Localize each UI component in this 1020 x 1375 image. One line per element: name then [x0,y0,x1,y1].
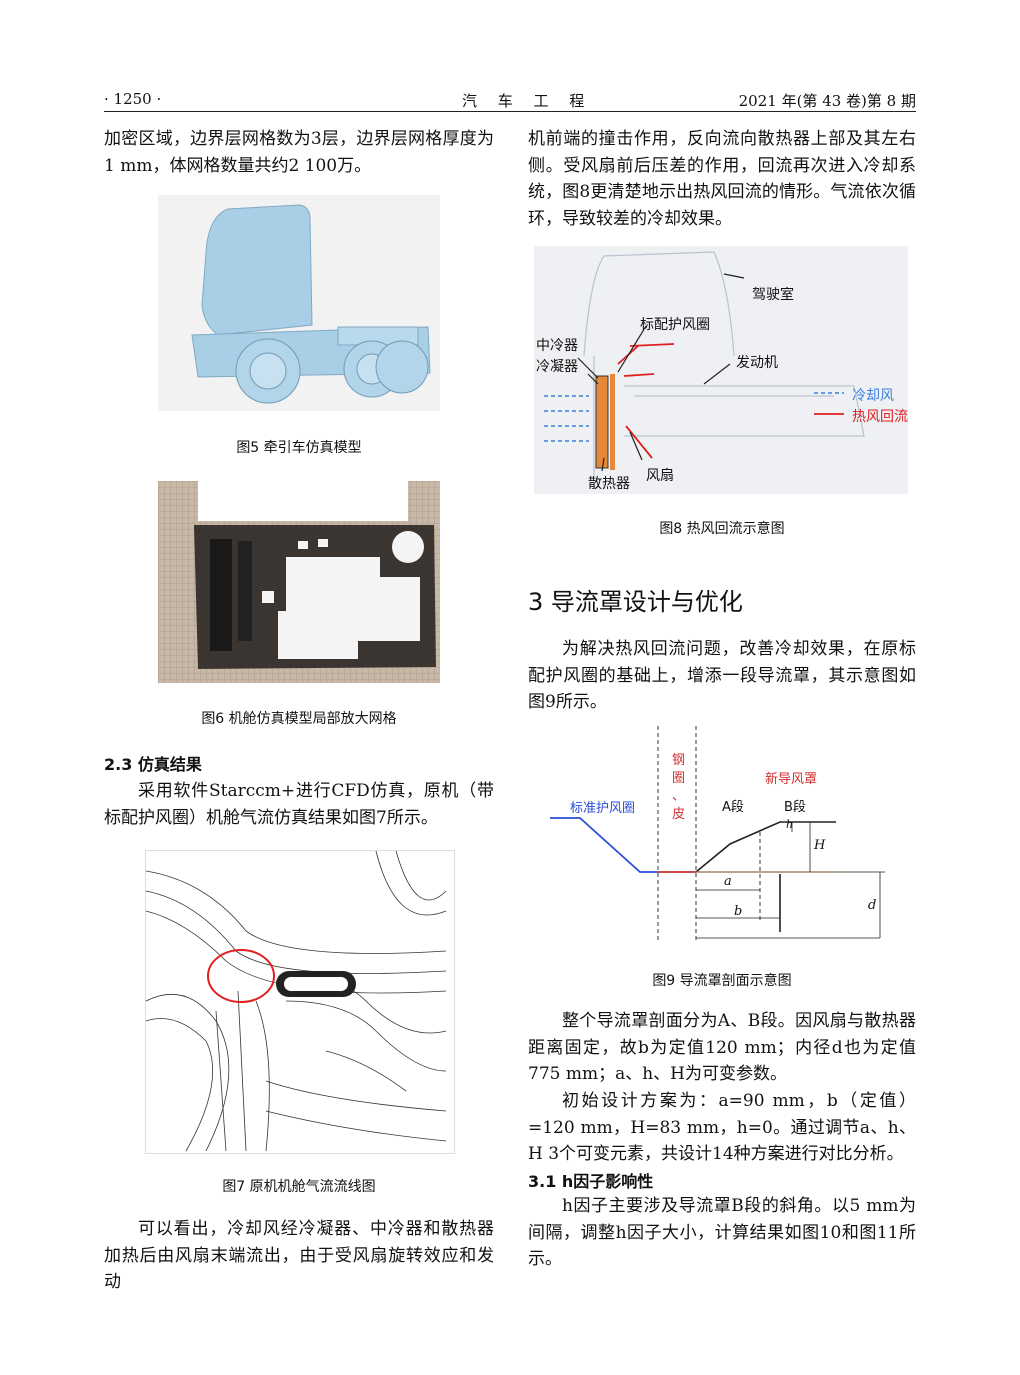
page-number: · 1250 · [104,90,162,108]
label-dim-h: h [786,818,794,831]
label-segment-b: B段 [784,800,806,815]
section-3-heading: 3 导流罩设计与优化 [528,588,743,616]
label-segment-a: A段 [722,800,744,815]
label-standard-shroud-9: 标准护风圈 [570,801,636,816]
section-3-1-heading: 3.1 h因子影响性 [528,1172,654,1191]
label-radiator: 散热器 [588,476,630,492]
figure-9-cowl-section [540,722,900,944]
label-dim-a: a [724,874,732,889]
seal-char-3: 、 [672,789,686,804]
cowl-section-diagram [550,726,885,940]
label-new-cowl: 新导风罩 [765,772,818,787]
right-paragraph-4: 初始设计方案为：a=90 mm，b（定值）=120 mm，H=83 mm，h=0… [528,1091,916,1164]
figure-9-caption: 图9 导流罩剖面示意图 [652,973,792,989]
figure-5-caption: 图5 牵引车仿真模型 [236,440,362,456]
header-rule [104,111,916,112]
figure-6-mesh [158,481,440,683]
right-paragraph-5: h因子主要涉及导流罩B段的斜角。以5 mm为间隔，调整h因子大小，计算结果如图1… [528,1196,916,1269]
mesh-image [158,481,440,683]
figure-7-streamlines [145,850,455,1154]
right-paragraph-1: 机前端的撞击作用，反向流向散热器上部及其左右侧。受风扇前后压差的作用，回流再次进… [528,129,916,229]
seal-char-1: 钢 [672,753,686,768]
figure-8-recirculation [534,246,908,494]
right-paragraph-2: 为解决热风回流问题，改善冷却效果，在原标配护风圈的基础上，增添一段导流罩，其示意… [528,639,916,712]
journal-title: 汽 车 工 程 [462,92,593,110]
seal-char-4: 皮 [672,807,686,822]
label-standard-shroud: 标配护风圈 [640,317,710,333]
label-intercooler: 中冷器 [536,338,578,354]
left-paragraph-3: 可以看出，冷却风经冷凝器、中冷器和散热器加热后由风扇末端流出，由于受风扇旋转效应… [104,1219,494,1292]
label-engine: 发动机 [736,355,778,371]
figure-6-caption: 图6 机舱仿真模型局部放大网格 [201,711,397,727]
label-seal: 钢 圈 、 皮 [672,752,688,824]
issue-info: 2021 年(第 43 卷)第 8 期 [738,92,916,110]
legend-hot-air: 热风回流 [852,409,908,425]
legend-cool-air: 冷却风 [852,388,894,404]
section-2-3-heading: 2.3 仿真结果 [104,755,202,774]
seal-char-2: 圈 [672,771,686,786]
figure-5-truck-model [158,195,440,411]
label-dim-b: b [734,904,743,919]
truck-model-image [191,204,431,404]
left-paragraph-2: 采用软件Starccm+进行CFD仿真，原机（带标配护风圈）机舱气流仿真结果如图… [104,781,494,828]
recirculation-diagram [544,251,865,476]
figure-8-caption: 图8 热风回流示意图 [659,521,785,537]
right-paragraph-3: 整个导流罩剖面分为A、B段。因风扇与散热器距离固定，故b为定值120 mm；内径… [528,1011,916,1084]
streamline-image [145,850,447,1152]
label-fan: 风扇 [646,468,674,484]
label-dim-d: d [868,898,877,913]
figure-7-caption: 图7 原机机舱气流流线图 [222,1179,376,1195]
left-paragraph-1: 加密区域，边界层网格数为3层，边界层网格厚度为1 mm，体网格数量共约2 100… [104,129,494,176]
label-cab: 驾驶室 [752,287,794,303]
label-condenser: 冷凝器 [536,359,578,375]
label-dim-H: H [814,838,826,853]
